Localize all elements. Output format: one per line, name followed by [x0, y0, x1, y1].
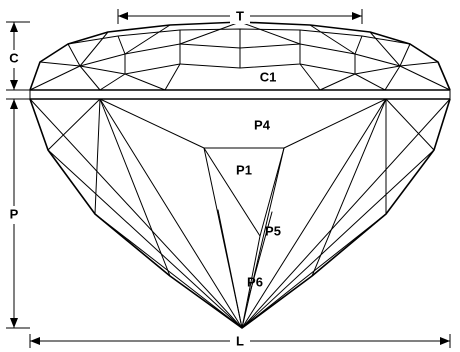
label-p1: P1 — [236, 162, 252, 177]
dimension-p — [6, 98, 30, 329]
pavilion-outline — [29, 98, 451, 329]
label-c: C — [9, 50, 19, 65]
crown-facets — [29, 21, 451, 91]
label-l: L — [236, 333, 244, 348]
label-l-bg — [230, 333, 250, 349]
label-c-bg — [5, 50, 23, 68]
pavilion-facets — [29, 98, 451, 329]
girdle — [29, 89, 451, 100]
label-p-bg — [5, 206, 23, 224]
label-p: P — [10, 206, 19, 221]
label-t-bg — [230, 8, 250, 24]
label-p4: P4 — [254, 117, 271, 132]
label-c1: C1 — [260, 69, 277, 84]
label-t: T — [236, 8, 244, 23]
label-p5: P5 — [265, 223, 281, 238]
label-p6: P6 — [247, 274, 263, 289]
